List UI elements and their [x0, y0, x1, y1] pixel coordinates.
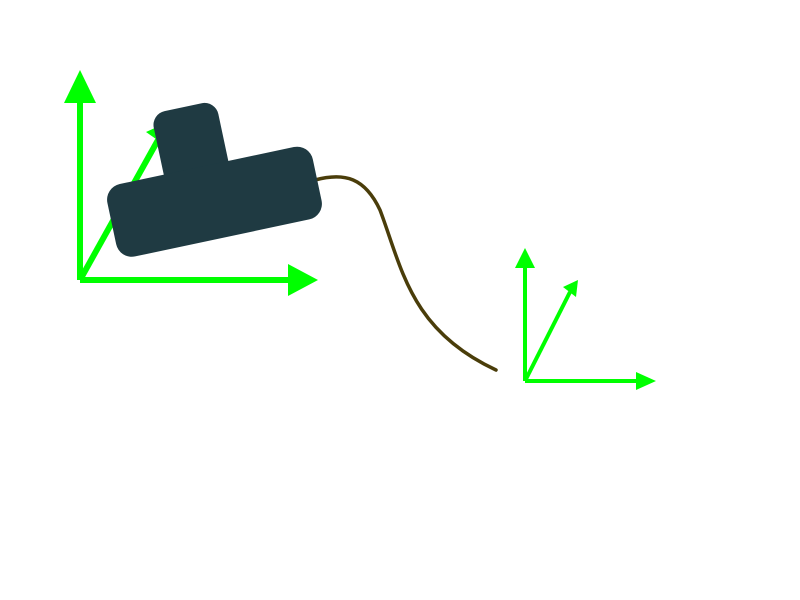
- t-shaped-object: [107, 102, 322, 257]
- small-frame-y-arrowhead: [563, 280, 578, 297]
- large-frame-z-arrowhead: [64, 70, 96, 103]
- small-frame-y-axis: [523, 291, 572, 382]
- t-object-bar: [107, 146, 322, 257]
- small-frame-x-arrowhead: [636, 372, 656, 390]
- large-frame-x-arrowhead: [288, 264, 318, 296]
- trajectory-curve: [313, 175, 498, 372]
- small-frame-z-arrowhead: [515, 248, 535, 268]
- small-coordinate-frame: [515, 248, 656, 390]
